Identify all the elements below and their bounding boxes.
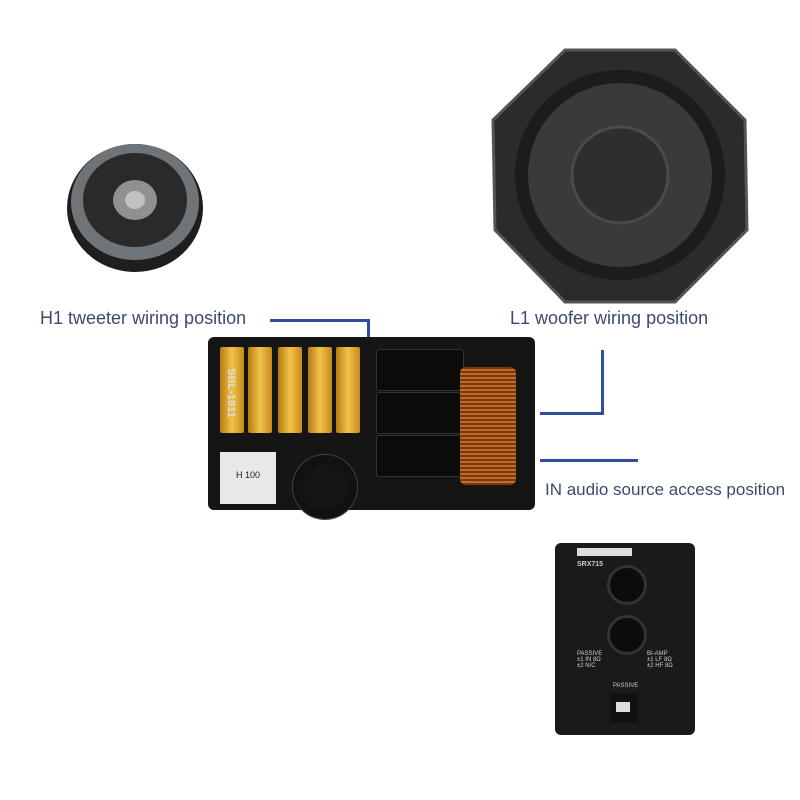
inductor-coil [460, 367, 516, 485]
in-leader-line [540, 459, 638, 462]
board-model: SBL-1811 [224, 368, 237, 418]
chip-label: H 100 [235, 470, 261, 480]
in-source-label: IN audio source access position [545, 480, 786, 499]
speaker-back-panel: SRX715 PASSIVE ±1 IN 8Ω ±2 N/C BI-AMP ±1… [555, 543, 695, 735]
l1-woofer-label: L1 woofer wiring position [510, 308, 709, 328]
speakon-jack[interactable] [607, 615, 647, 655]
speakon-jack[interactable] [607, 565, 647, 605]
board-chip: H 100 [220, 452, 276, 504]
h1-tweeter-label: H1 tweeter wiring position [40, 308, 247, 328]
crossover-board: SBL-1811 H 100 [208, 337, 535, 519]
passive-text: PASSIVE ±1 IN 8Ω ±2 N/C [577, 651, 603, 669]
biamp-text: BI-AMP ±1 LF 8Ω ±2 HF 8Ω [647, 651, 673, 669]
l1-leader-line [601, 350, 604, 415]
h1-leader-line [367, 319, 370, 341]
mode-switch[interactable] [610, 693, 638, 723]
panel-model: SRX715 [577, 561, 604, 568]
l1-leader-line [540, 412, 604, 415]
tweeter-image [67, 144, 203, 272]
h1-leader-line [270, 319, 370, 322]
toroid-coil [293, 455, 357, 519]
woofer-image [491, 48, 749, 304]
switch-label: PASSIVE [613, 683, 639, 689]
